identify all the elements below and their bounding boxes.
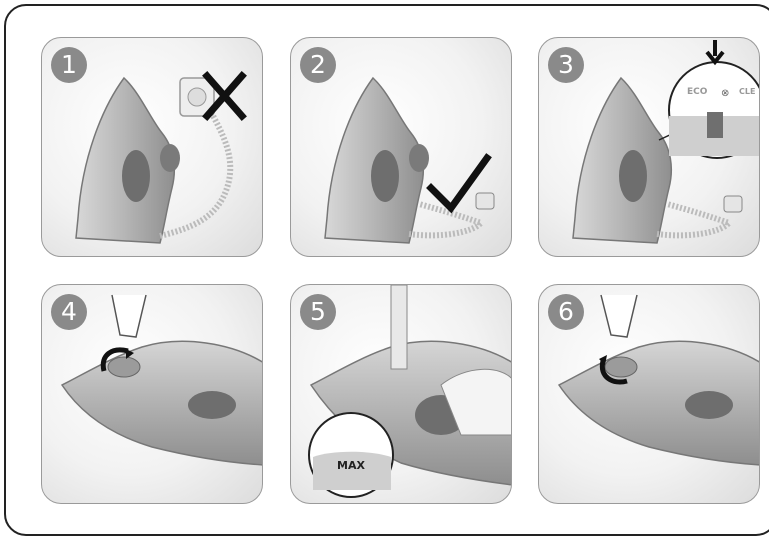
step-3-badge: 3	[548, 47, 584, 83]
hand-icon	[601, 295, 637, 337]
step-6-panel: 6	[538, 284, 760, 504]
step-4-badge: 4	[51, 294, 87, 330]
step-3-panel: 3 ECO ⊗ CLE	[538, 37, 760, 257]
down-arrow-icon	[707, 40, 723, 62]
step-2-panel: 2	[290, 37, 512, 257]
step-4-panel: 4	[41, 284, 263, 504]
max-label: MAX	[337, 459, 365, 472]
water-cup-spout	[391, 285, 407, 369]
step-6-badge: 6	[548, 294, 584, 330]
step-5-panel: 5 MAX	[290, 284, 512, 504]
step-5-badge: 5	[300, 294, 336, 330]
eco-label: ECO	[687, 87, 708, 97]
step-1-panel: 1	[41, 37, 263, 257]
hand-icon	[112, 295, 146, 337]
step-2-badge: 2	[300, 47, 336, 83]
no-steam-icon: ⊗	[721, 88, 729, 99]
calc-clean-label: CLE	[739, 87, 755, 96]
step-1-badge: 1	[51, 47, 87, 83]
